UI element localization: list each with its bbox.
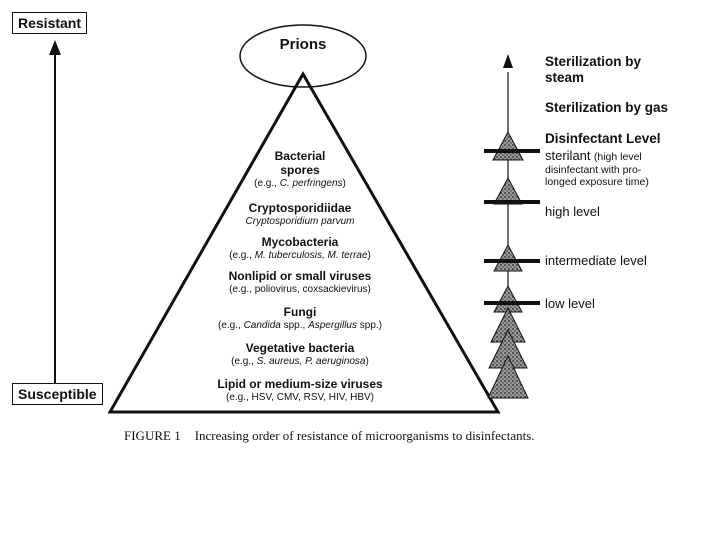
- sterilization-steam-label: Sterilization by steam: [545, 54, 641, 86]
- tier-example: Cryptosporidium parvum: [245, 215, 355, 227]
- sterilant-note-1: (high level: [593, 151, 642, 163]
- bar-sterilant: [484, 149, 540, 153]
- tier-example-species: M. tuberculosis, M. terrae: [254, 249, 368, 261]
- tier-name: Vegetative bacteria: [245, 341, 355, 355]
- sterilant-note-2: disinfectant with pro-: [545, 163, 642, 176]
- triangle-7: [487, 354, 529, 399]
- prions-label: Prions: [279, 36, 327, 53]
- resistant-label: Resistant: [12, 12, 88, 34]
- tier-name: Fungi: [283, 305, 317, 319]
- tier-name: Nonlipid or small viruses: [228, 269, 372, 283]
- sterilant-note-3: longed exposure time): [545, 176, 649, 189]
- tier-example-suffix: ): [365, 355, 369, 367]
- tier-example-suffix: ): [367, 249, 371, 261]
- low-level-label: low level: [545, 296, 595, 311]
- intermediate-level-label: intermediate level: [545, 253, 647, 268]
- figure-caption-text: Increasing order of resistance of microo…: [194, 428, 535, 443]
- bar-low: [484, 301, 540, 305]
- tier-example-prefix: (e.g.,: [217, 319, 244, 331]
- tier-mycobacteria: Mycobacteria (e.g., M. tuberculosis, M. …: [150, 235, 450, 262]
- tier-example-prefix: (e.g.,: [254, 177, 280, 189]
- tier-example: (e.g., HSV, CMV, RSV, HIV, HBV): [225, 391, 375, 403]
- figure-caption: FIGURE 1 Increasing order of resistance o…: [124, 428, 535, 444]
- resistance-arrowhead: [49, 40, 61, 55]
- tier-example: (e.g., C. perfringens): [150, 178, 450, 190]
- tier-example-mid: spp.,: [280, 319, 309, 331]
- tier-name: Lipid or medium-size viruses: [217, 377, 383, 391]
- bar-intermediate: [484, 259, 540, 263]
- tier-example: (e.g., Candida spp., Aspergillus spp.): [150, 320, 450, 332]
- tier-example-prefix: (e.g.,: [229, 249, 255, 261]
- high-level-label: high level: [545, 204, 600, 219]
- susceptible-label: Susceptible: [12, 383, 103, 405]
- triangle-1: [492, 130, 524, 161]
- tier-example-species: S. aureus, P. aeruginosa: [256, 355, 366, 367]
- sterilant-word: sterilant: [545, 148, 591, 163]
- tier-fungi: Fungi (e.g., Candida spp., Aspergillus s…: [150, 305, 450, 332]
- steam-line-1: Sterilization by: [545, 54, 642, 69]
- sterilization-gas-label: Sterilization by gas: [545, 100, 669, 115]
- tier-name: Cryptosporidiidae: [248, 201, 352, 215]
- tier-vegetative-bacteria: Vegetative bacteria (e.g., S. aureus, P.…: [150, 341, 450, 368]
- tier-example-species: Candida: [243, 319, 281, 331]
- tier-example: (e.g., poliovirus, coxsackievirus): [229, 283, 371, 295]
- disinfectant-level-heading: Disinfectant Level: [545, 131, 661, 146]
- triangle-3: [493, 243, 523, 272]
- tier-cryptosporidiidae: Cryptosporidiidae Cryptosporidium parvum: [150, 201, 450, 227]
- tier-lipid-viruses: Lipid or medium-size viruses (e.g., HSV,…: [150, 377, 450, 403]
- tier-name: Mycobacteria: [261, 235, 339, 249]
- tier-nonlipid-viruses: Nonlipid or small viruses (e.g., poliovi…: [150, 269, 450, 295]
- tier-example: (e.g., M. tuberculosis, M. terrae): [150, 250, 450, 262]
- tier-example-species: C. perfringens: [279, 177, 343, 189]
- figure-number: FIGURE 1: [124, 428, 181, 443]
- resistance-pyramid: [107, 70, 501, 414]
- tier-name: Bacterial: [274, 149, 326, 163]
- tier-example-prefix: (e.g.,: [231, 355, 257, 367]
- tier-bacterial-spores: Bacterial spores (e.g., C. perfringens): [150, 149, 450, 190]
- process-arrowhead: [503, 54, 513, 68]
- tier-example-suffix: ): [342, 177, 346, 189]
- sterilant-label: sterilant (high level disinfectant with …: [545, 148, 649, 189]
- tier-example: (e.g., S. aureus, P. aeruginosa): [150, 356, 450, 368]
- tier-example-suffix: spp.): [357, 319, 383, 331]
- steam-line-2: steam: [545, 70, 585, 86]
- tier-example-species-2: Aspergillus: [308, 319, 357, 331]
- tier-name-cont: spores: [280, 162, 320, 177]
- prions-ellipse: [239, 24, 367, 88]
- bar-high: [484, 200, 540, 204]
